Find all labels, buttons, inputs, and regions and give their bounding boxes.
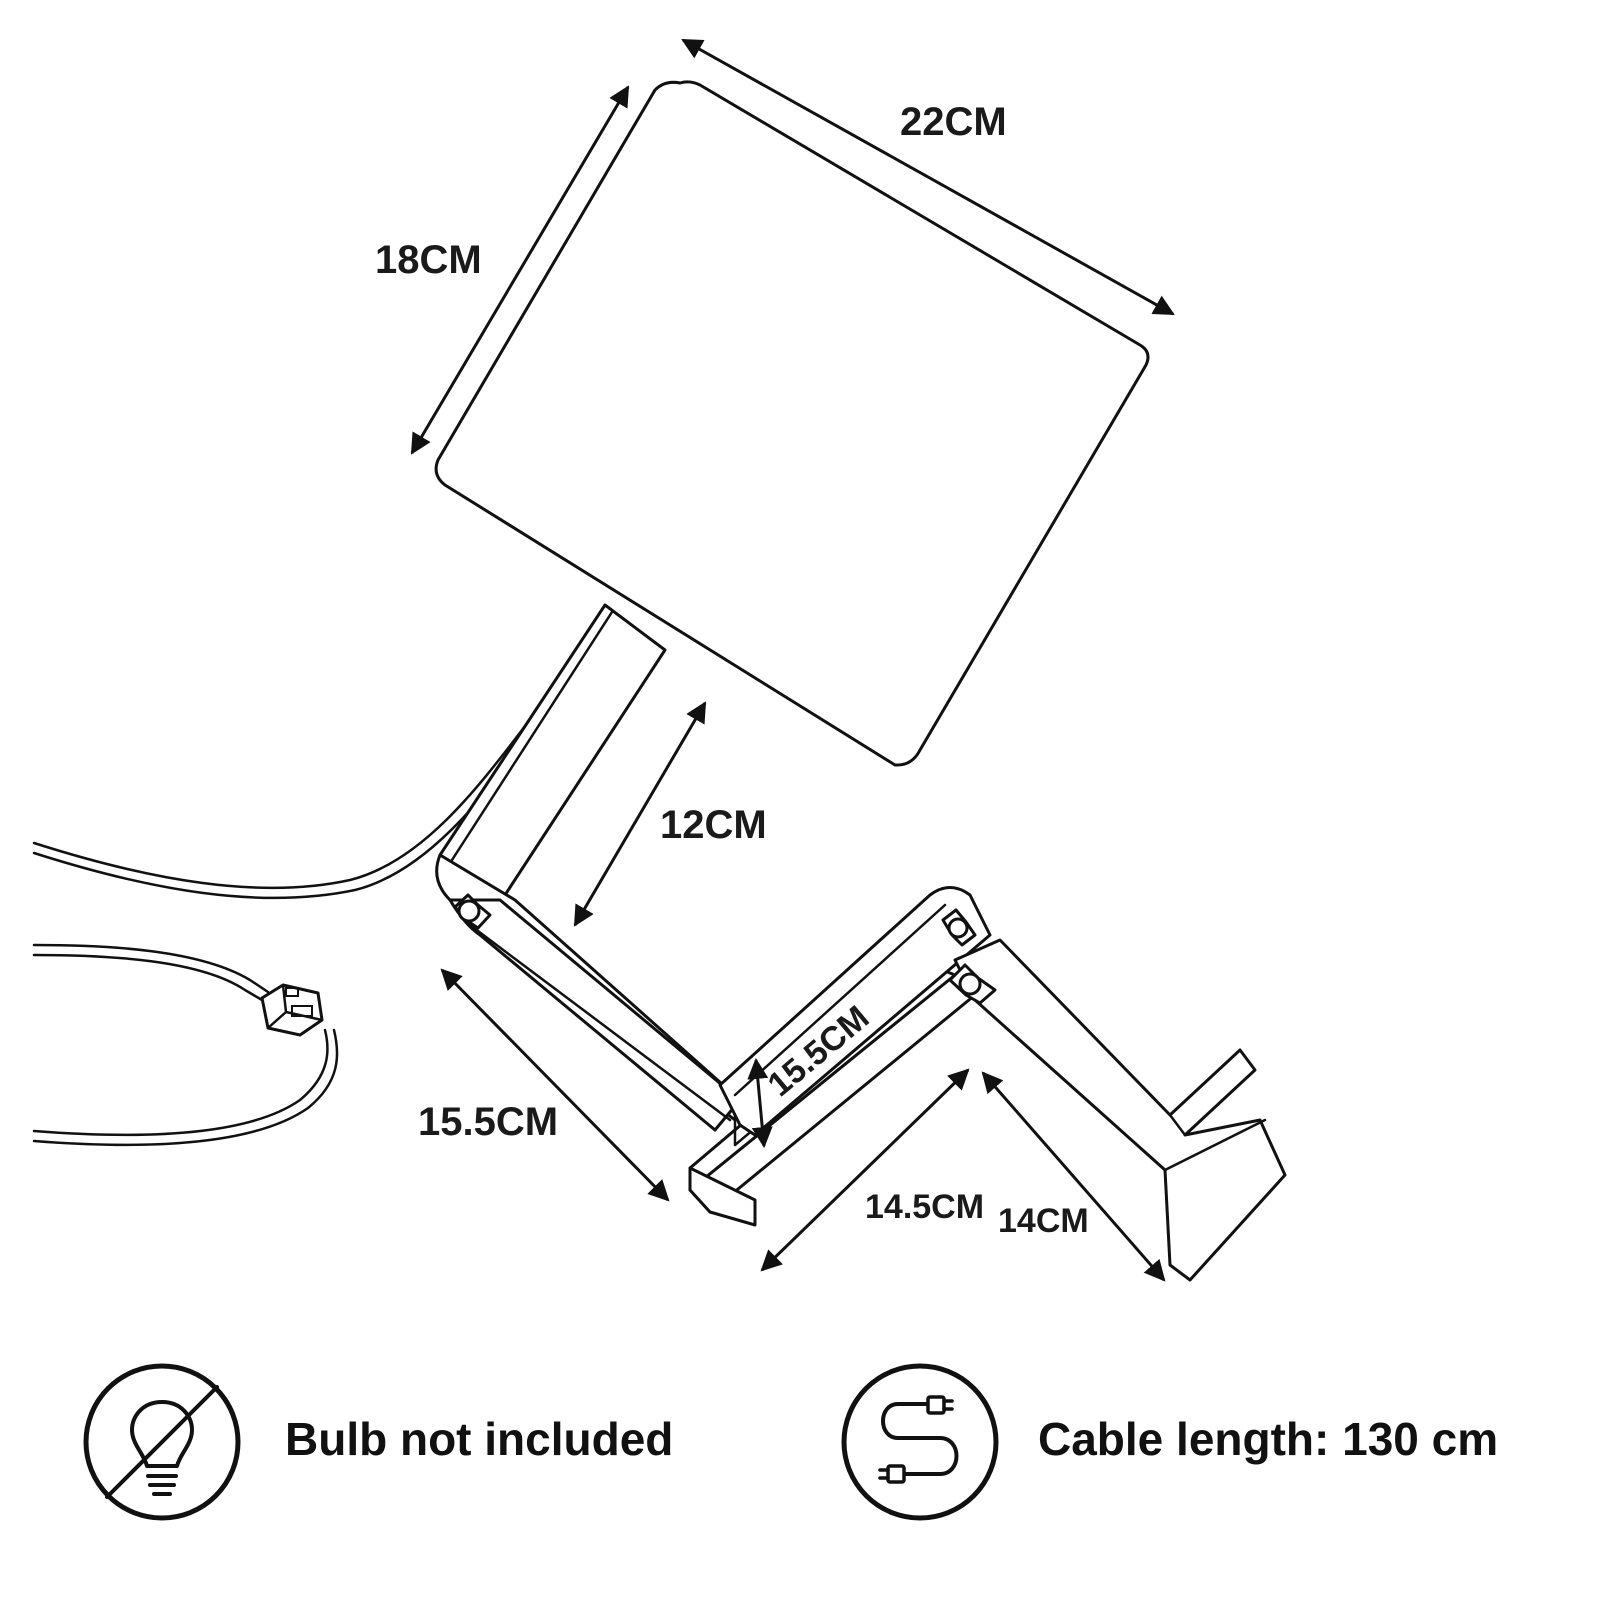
- joint-knob: [453, 893, 492, 930]
- dimension-label: 14CM: [998, 1202, 1089, 1240]
- lamp-neck: [438, 603, 667, 897]
- dimension-foot: 14CM: [981, 1071, 1166, 1282]
- dimension-shade-width: 22CM: [681, 38, 1175, 316]
- dimension-label: 14.5CM: [865, 1188, 984, 1226]
- cable-switch: [260, 983, 324, 1037]
- dimension-upper-arm: 15.5CM: [418, 968, 670, 1202]
- joint-knob: [941, 908, 977, 947]
- dimension-lower-arm: 14.5CM: [760, 1068, 984, 1272]
- dimension-label: 22CM: [900, 100, 1007, 144]
- no-bulb-icon: [82, 1362, 242, 1522]
- dimension-neck: 12CM: [573, 701, 767, 927]
- dimension-label: 12CM: [660, 803, 767, 847]
- cable-length-label: Cable length: 130 cm: [1038, 1413, 1499, 1465]
- bulb-not-included-label: Bulb not included: [285, 1413, 674, 1465]
- lamp-shade: [434, 80, 1150, 767]
- dimension-shade-height: 18CM: [375, 85, 630, 455]
- dimension-label: 18CM: [375, 238, 482, 282]
- joint-knob: [948, 963, 997, 1005]
- lamp-upper-arm: [435, 853, 742, 1132]
- cable-icon: [840, 1362, 1000, 1522]
- dimension-label: 15.5CM: [418, 1100, 558, 1144]
